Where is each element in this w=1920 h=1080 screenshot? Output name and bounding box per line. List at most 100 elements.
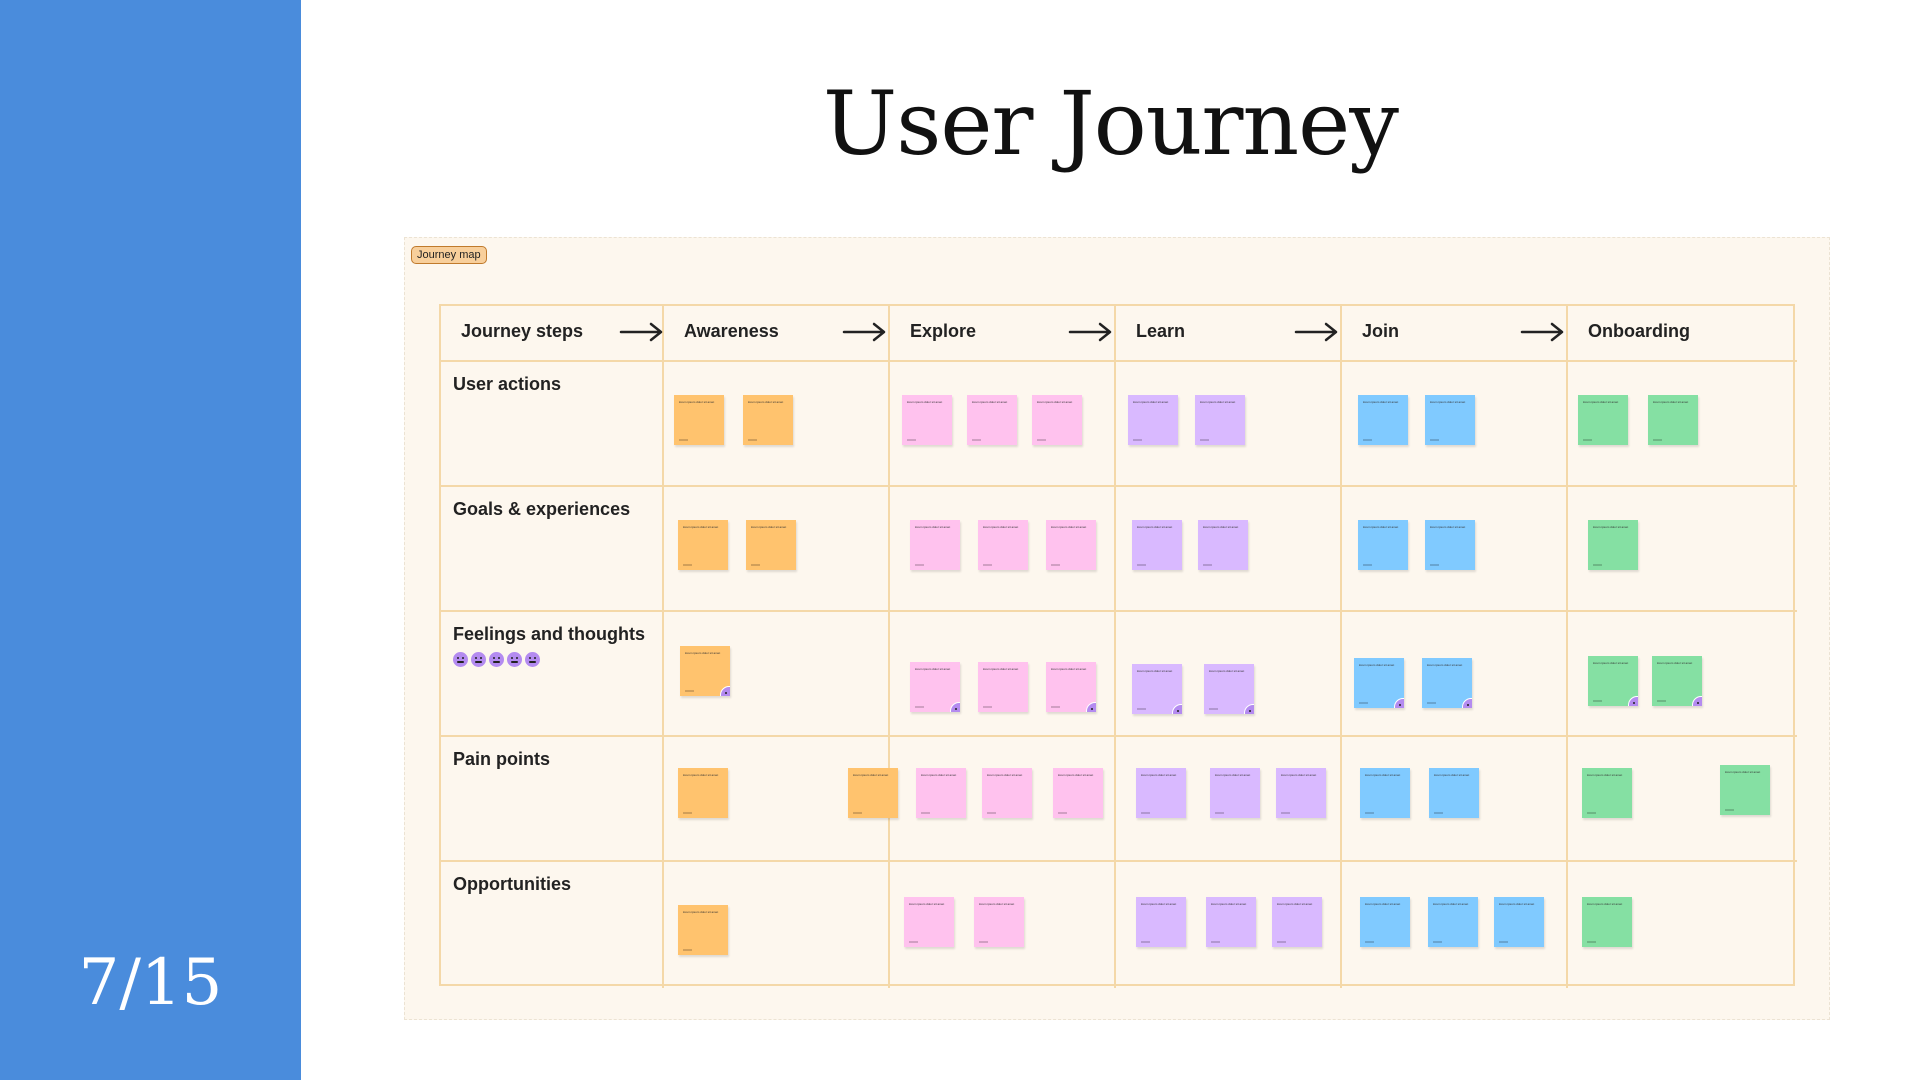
sticky-note[interactable]: lorem ipsum dolor sit amet	[1210, 768, 1260, 818]
sticky-note[interactable]: lorem ipsum dolor sit amet	[1428, 897, 1478, 947]
sad-icon	[950, 702, 960, 712]
row-label-cell: Opportunities	[441, 862, 664, 988]
sticky-note[interactable]: lorem ipsum dolor sit amet	[678, 905, 728, 955]
sticky-note[interactable]: lorem ipsum dolor sit amet	[910, 520, 960, 570]
sticky-note[interactable]: lorem ipsum dolor sit amet	[1422, 658, 1472, 708]
step-label: Journey steps	[461, 321, 584, 341]
grid-cell: lorem ipsum dolor sit amet lorem ipsum d…	[1568, 612, 1797, 737]
sticky-note[interactable]: lorem ipsum dolor sit amet	[674, 395, 724, 445]
row-label-cell: Feelings and thoughts	[441, 612, 664, 737]
grid-cell: lorem ipsum dolor sit amet lorem ipsum d…	[664, 487, 890, 612]
sticky-note[interactable]: lorem ipsum dolor sit amet	[1648, 395, 1698, 445]
sticky-note[interactable]: lorem ipsum dolor sit amet	[1136, 768, 1186, 818]
sticky-note[interactable]: lorem ipsum dolor sit amet	[1652, 656, 1702, 706]
sticky-note[interactable]: lorem ipsum dolor sit amet	[1360, 897, 1410, 947]
sticky-note[interactable]: lorem ipsum dolor sit amet	[1204, 664, 1254, 714]
grid-cell: lorem ipsum dolor sit amet lorem ipsum d…	[1342, 862, 1568, 988]
row-label: User actions	[453, 374, 562, 394]
sticky-note[interactable]: lorem ipsum dolor sit amet	[1429, 768, 1479, 818]
sticky-note[interactable]: lorem ipsum dolor sit amet	[978, 662, 1028, 712]
sticky-note[interactable]: lorem ipsum dolor sit amet	[1272, 897, 1322, 947]
grid-cell: lorem ipsum dolor sit amet lorem ipsum d…	[1568, 737, 1797, 862]
sticky-note[interactable]: lorem ipsum dolor sit amet	[1582, 768, 1632, 818]
sticky-note[interactable]: lorem ipsum dolor sit amet	[1425, 395, 1475, 445]
sticky-note[interactable]: lorem ipsum dolor sit amet	[967, 395, 1017, 445]
sticky-note[interactable]: lorem ipsum dolor sit amet	[1720, 765, 1770, 815]
sticky-note[interactable]: lorem ipsum dolor sit amet	[1354, 658, 1404, 708]
sticky-note[interactable]: lorem ipsum dolor sit amet	[910, 662, 960, 712]
sticky-note[interactable]: lorem ipsum dolor sit amet	[1358, 520, 1408, 570]
grid-cell: lorem ipsum dolor sit amet lorem ipsum d…	[1116, 487, 1342, 612]
sticky-note[interactable]: lorem ipsum dolor sit amet	[982, 768, 1032, 818]
sticky-note[interactable]: lorem ipsum dolor sit amet	[902, 395, 952, 445]
angry-icon	[525, 652, 540, 667]
sticky-note[interactable]: lorem ipsum dolor sit amet	[1053, 768, 1103, 818]
sticky-note[interactable]: lorem ipsum dolor sit amet	[904, 897, 954, 947]
happy-icon	[1172, 704, 1182, 714]
grid-cell: lorem ipsum dolor sit amet lorem ipsum d…	[1342, 487, 1568, 612]
grid-cell: lorem ipsum dolor sit amet	[664, 612, 890, 737]
sticky-note[interactable]: lorem ipsum dolor sit amet	[1132, 664, 1182, 714]
sticky-note[interactable]: lorem ipsum dolor sit amet	[743, 395, 793, 445]
sticky-note[interactable]: lorem ipsum dolor sit amet	[1132, 520, 1182, 570]
arrow-right-icon	[619, 322, 663, 342]
neutral-icon	[489, 652, 504, 667]
sad-icon	[507, 652, 522, 667]
arrow-right-icon	[1294, 322, 1338, 342]
grid-cell: lorem ipsum dolor sit amet lorem ipsum d…	[890, 862, 1116, 988]
sticky-note[interactable]: lorem ipsum dolor sit amet	[1494, 897, 1544, 947]
row-label: Pain points	[453, 749, 551, 769]
grid-cell: lorem ipsum dolor sit amet lorem ipsum d…	[664, 362, 890, 487]
grid-cell: lorem ipsum dolor sit amet lorem ipsum d…	[664, 737, 898, 862]
sticky-note[interactable]: lorem ipsum dolor sit amet	[974, 897, 1024, 947]
row-label-cell: Pain points	[441, 737, 664, 862]
very-happy-icon	[453, 652, 468, 667]
sticky-note[interactable]: lorem ipsum dolor sit amet	[746, 520, 796, 570]
sticky-note[interactable]: lorem ipsum dolor sit amet	[1032, 395, 1082, 445]
sticky-note[interactable]: lorem ipsum dolor sit amet	[1046, 520, 1096, 570]
grid-cell: lorem ipsum dolor sit amet	[1568, 862, 1797, 988]
sticky-note[interactable]: lorem ipsum dolor sit amet	[848, 768, 898, 818]
sticky-note[interactable]: lorem ipsum dolor sit amet	[1136, 897, 1186, 947]
arrow-right-icon	[842, 322, 886, 342]
sidebar: 7/15	[0, 0, 301, 1080]
grid-cell: lorem ipsum dolor sit amet lorem ipsum d…	[1342, 362, 1568, 487]
arrow-right-icon	[1520, 322, 1564, 342]
grid-cell: lorem ipsum dolor sit amet lorem ipsum d…	[1116, 362, 1342, 487]
sticky-note[interactable]: lorem ipsum dolor sit amet	[1358, 395, 1408, 445]
feelings-scale	[453, 652, 540, 667]
angry-icon	[1244, 704, 1254, 714]
sticky-note[interactable]: lorem ipsum dolor sit amet	[678, 520, 728, 570]
step-cell: Explore	[890, 306, 1116, 362]
sticky-note[interactable]: lorem ipsum dolor sit amet	[1195, 395, 1245, 445]
step-cell: Awareness	[664, 306, 890, 362]
sticky-note[interactable]: lorem ipsum dolor sit amet	[1206, 897, 1256, 947]
sad-icon	[1692, 696, 1702, 706]
grid-cell: lorem ipsum dolor sit amet	[664, 862, 890, 988]
journey-map-board[interactable]: Journey map Journey steps Awareness Expl…	[404, 237, 1830, 1020]
sticky-note[interactable]: lorem ipsum dolor sit amet	[1198, 520, 1248, 570]
happy-icon	[1086, 702, 1096, 712]
sticky-note[interactable]: lorem ipsum dolor sit amet	[680, 646, 730, 696]
sticky-note[interactable]: lorem ipsum dolor sit amet	[1578, 395, 1628, 445]
sticky-note[interactable]: lorem ipsum dolor sit amet	[678, 768, 728, 818]
sticky-note[interactable]: lorem ipsum dolor sit amet	[1046, 662, 1096, 712]
sticky-note[interactable]: lorem ipsum dolor sit amet	[978, 520, 1028, 570]
sticky-note[interactable]: lorem ipsum dolor sit amet	[1588, 520, 1638, 570]
step-label: Onboarding	[1588, 321, 1690, 341]
sticky-note[interactable]: lorem ipsum dolor sit amet	[1276, 768, 1326, 818]
sticky-note[interactable]: lorem ipsum dolor sit amet	[1425, 520, 1475, 570]
grid-cell: lorem ipsum dolor sit amet lorem ipsum d…	[890, 612, 1116, 737]
step-label: Explore	[910, 321, 977, 341]
sticky-note[interactable]: lorem ipsum dolor sit amet	[916, 768, 966, 818]
sticky-note[interactable]: lorem ipsum dolor sit amet	[1128, 395, 1178, 445]
step-label: Awareness	[684, 321, 779, 341]
board-badge[interactable]: Journey map	[411, 246, 487, 264]
step-cell: Onboarding	[1568, 306, 1797, 362]
grid-cell: lorem ipsum dolor sit amet lorem ipsum d…	[890, 737, 1116, 862]
step-label: Learn	[1136, 321, 1186, 341]
sticky-note[interactable]: lorem ipsum dolor sit amet	[1360, 768, 1410, 818]
page-number: 7/15	[78, 946, 223, 1020]
sticky-note[interactable]: lorem ipsum dolor sit amet	[1588, 656, 1638, 706]
sticky-note[interactable]: lorem ipsum dolor sit amet	[1582, 897, 1632, 947]
